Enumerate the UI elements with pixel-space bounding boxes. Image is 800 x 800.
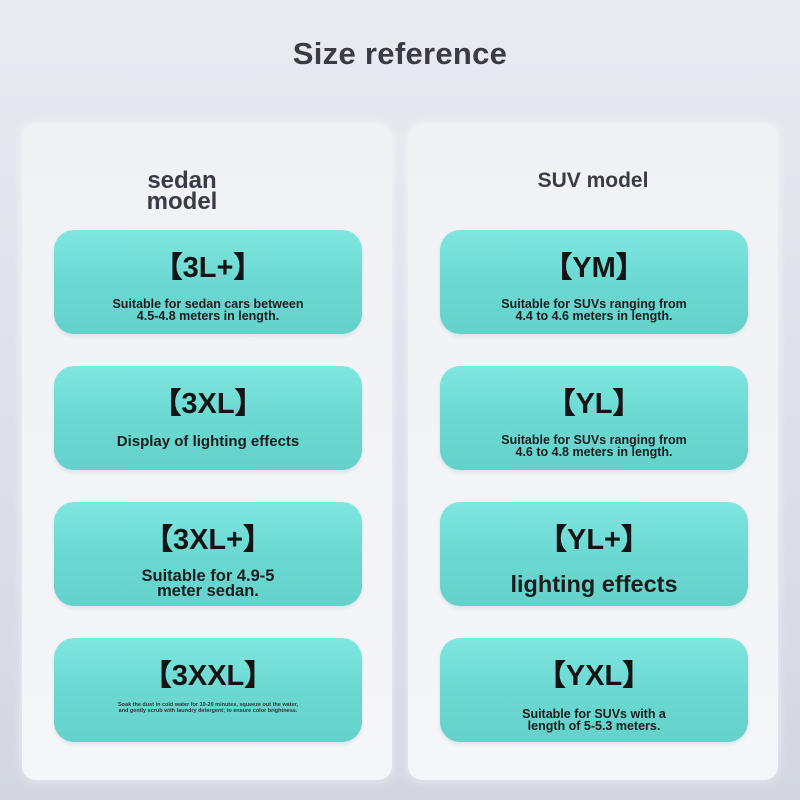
size-card-3l-plus[interactable]: 【3L+】 Suitable for sedan cars between 4.… bbox=[54, 230, 362, 334]
size-description: lighting effects bbox=[510, 571, 678, 597]
size-label: 【3XL+】 bbox=[143, 524, 273, 556]
size-label: 【3L+】 bbox=[153, 252, 263, 284]
size-description: Display of lighting effects bbox=[116, 433, 300, 450]
size-description: Soak the dust in cold water for 10-20 mi… bbox=[117, 702, 298, 714]
size-description: Suitable for SUVs with a length of 5-5.3… bbox=[522, 707, 666, 733]
suv-panel: SUV model 【YM】 Suitable for SUVs ranging… bbox=[408, 124, 778, 780]
size-label: 【YXL】 bbox=[536, 660, 652, 692]
size-description: Suitable for SUVs ranging from 4.6 to 4.… bbox=[501, 433, 687, 459]
size-label: 【YL】 bbox=[546, 388, 642, 420]
size-label: 【3XXL】 bbox=[142, 660, 274, 692]
size-card-yl[interactable]: 【YL】 Suitable for SUVs ranging from 4.6 … bbox=[440, 366, 748, 470]
size-card-3xxl[interactable]: 【3XXL】 Soak the dust in cold water for 1… bbox=[54, 638, 362, 742]
size-card-yxl[interactable]: 【YXL】 Suitable for SUVs with a length of… bbox=[440, 638, 748, 742]
size-description: Suitable for 4.9-5 meter sedan. bbox=[141, 567, 275, 600]
sedan-panel: sedan model 【3L+】 Suitable for sedan car… bbox=[22, 124, 392, 780]
size-label: 【YL+】 bbox=[538, 524, 650, 556]
sedan-heading: sedan model bbox=[146, 167, 218, 215]
size-card-ym[interactable]: 【YM】 Suitable for SUVs ranging from 4.4 … bbox=[440, 230, 748, 334]
size-card-yl-plus[interactable]: 【YL+】 lighting effects bbox=[440, 502, 748, 606]
page-title: Size reference bbox=[292, 36, 508, 71]
size-label: 【YM】 bbox=[543, 252, 645, 284]
size-description: Suitable for sedan cars between 4.5-4.8 … bbox=[112, 297, 304, 323]
suv-heading: SUV model bbox=[537, 169, 649, 192]
size-card-3xl[interactable]: 【3XL】 Display of lighting effects bbox=[54, 366, 362, 470]
size-label: 【3XL】 bbox=[152, 388, 264, 420]
size-description: Suitable for SUVs ranging from 4.4 to 4.… bbox=[501, 297, 687, 323]
size-card-3xl-plus[interactable]: 【3XL+】 Suitable for 4.9-5 meter sedan. bbox=[54, 502, 362, 606]
